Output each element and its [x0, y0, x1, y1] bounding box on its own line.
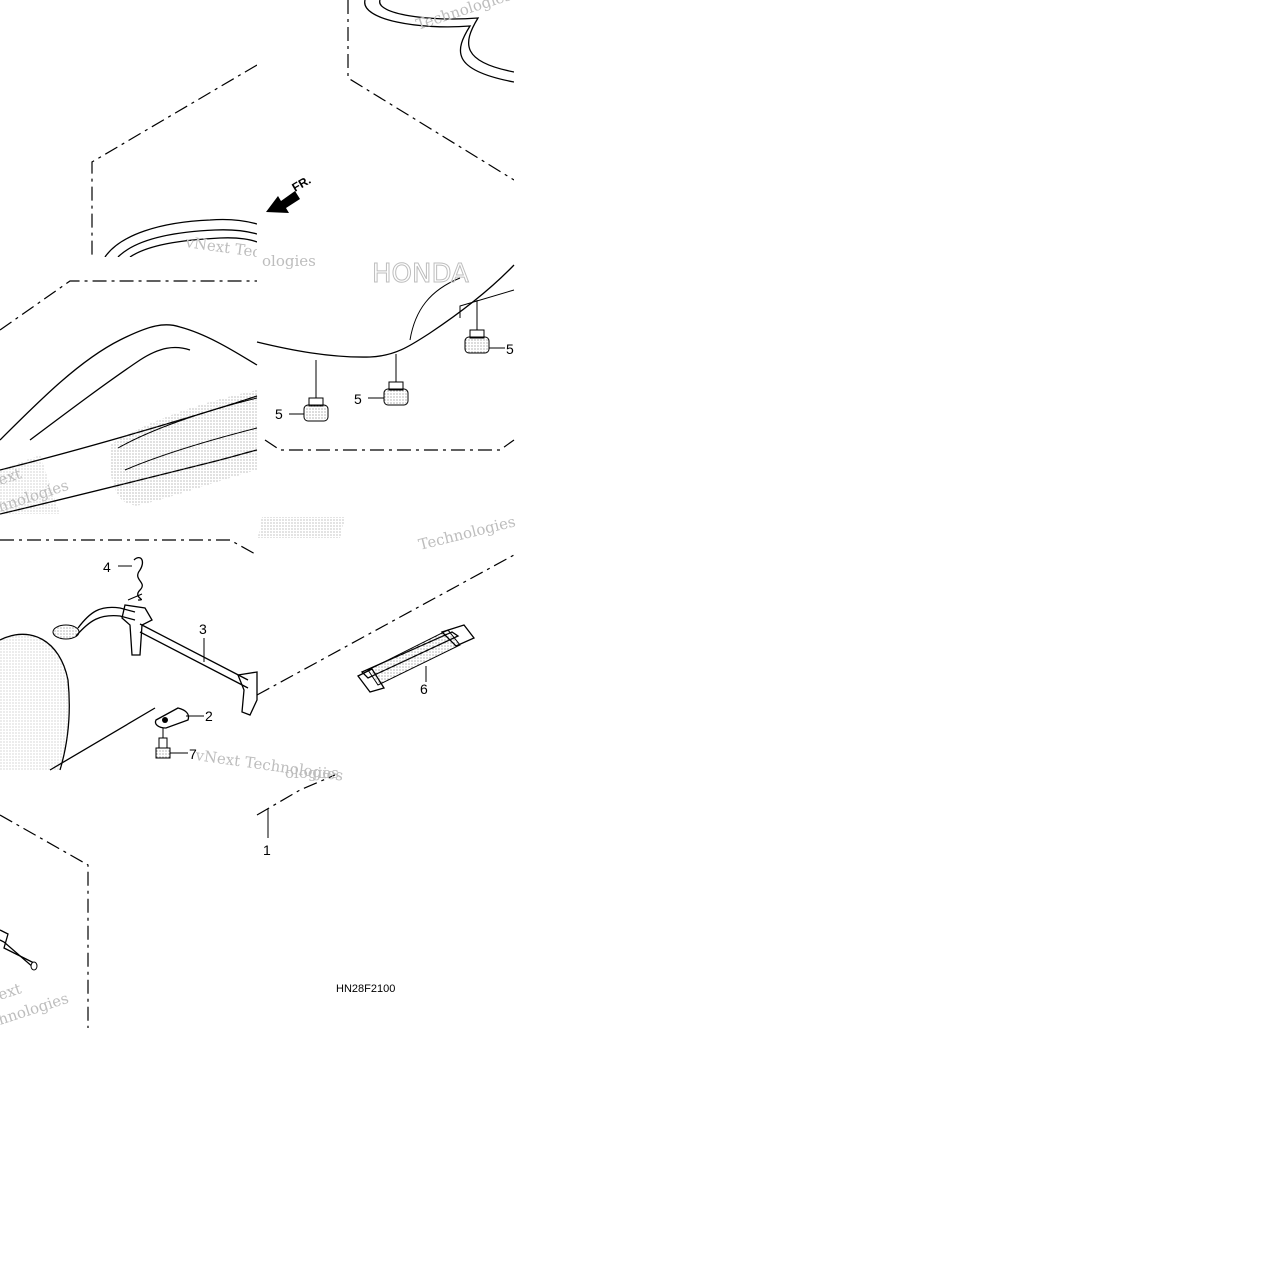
drawing-code: HN28F2100: [336, 983, 395, 995]
seat-front-tile: vNext Technologies: [91, 64, 257, 257]
callout-4: 4: [103, 559, 111, 575]
seat-assembly: ext hnologies: [0, 280, 258, 516]
flange-bolt: 7: [155, 728, 197, 762]
washer-plate: 2: [154, 707, 213, 729]
front-direction-arrow: FR.: [266, 173, 313, 213]
watermark-text: ologies: [262, 252, 316, 270]
seat-callout: 1: [263, 808, 271, 858]
seat-rubber-5a: 5: [275, 360, 329, 422]
callout-7: 7: [189, 746, 197, 762]
seat-lock-rod: 3: [52, 604, 258, 716]
battery-band: 6: [357, 624, 476, 697]
watermark-text: Technologies: [414, 0, 514, 34]
callout-2: 2: [205, 708, 213, 724]
seat-underside: HONDA ologies: [256, 252, 515, 451]
brand-decal-text: HONDA: [372, 259, 469, 289]
seat-rear-tile: Technologies: [347, 0, 514, 181]
callout-3: 3: [199, 621, 207, 637]
bottom-left-tile: ext hnologies: [0, 814, 89, 1029]
callout-6: 6: [420, 681, 428, 697]
callout-5: 5: [354, 391, 362, 407]
callout-1: 1: [263, 842, 271, 858]
seat-rubber-5b: 5: [354, 354, 409, 407]
front-marker-label: FR.: [290, 173, 314, 195]
callout-5: 5: [506, 341, 514, 357]
seat-rubber-5c: 5: [464, 300, 514, 357]
seat-lock-spring: 4: [103, 556, 144, 601]
callout-5: 5: [275, 406, 283, 422]
watermark-text: Technologies: [417, 512, 518, 553]
watermark-text: ext: [0, 464, 23, 488]
brand-decal-fragment: [258, 517, 345, 538]
seat-lock-tile: vNext Technologies: [0, 539, 345, 785]
watermark-text: ext: [0, 979, 23, 1003]
watermark-text: ologies: [285, 764, 339, 782]
